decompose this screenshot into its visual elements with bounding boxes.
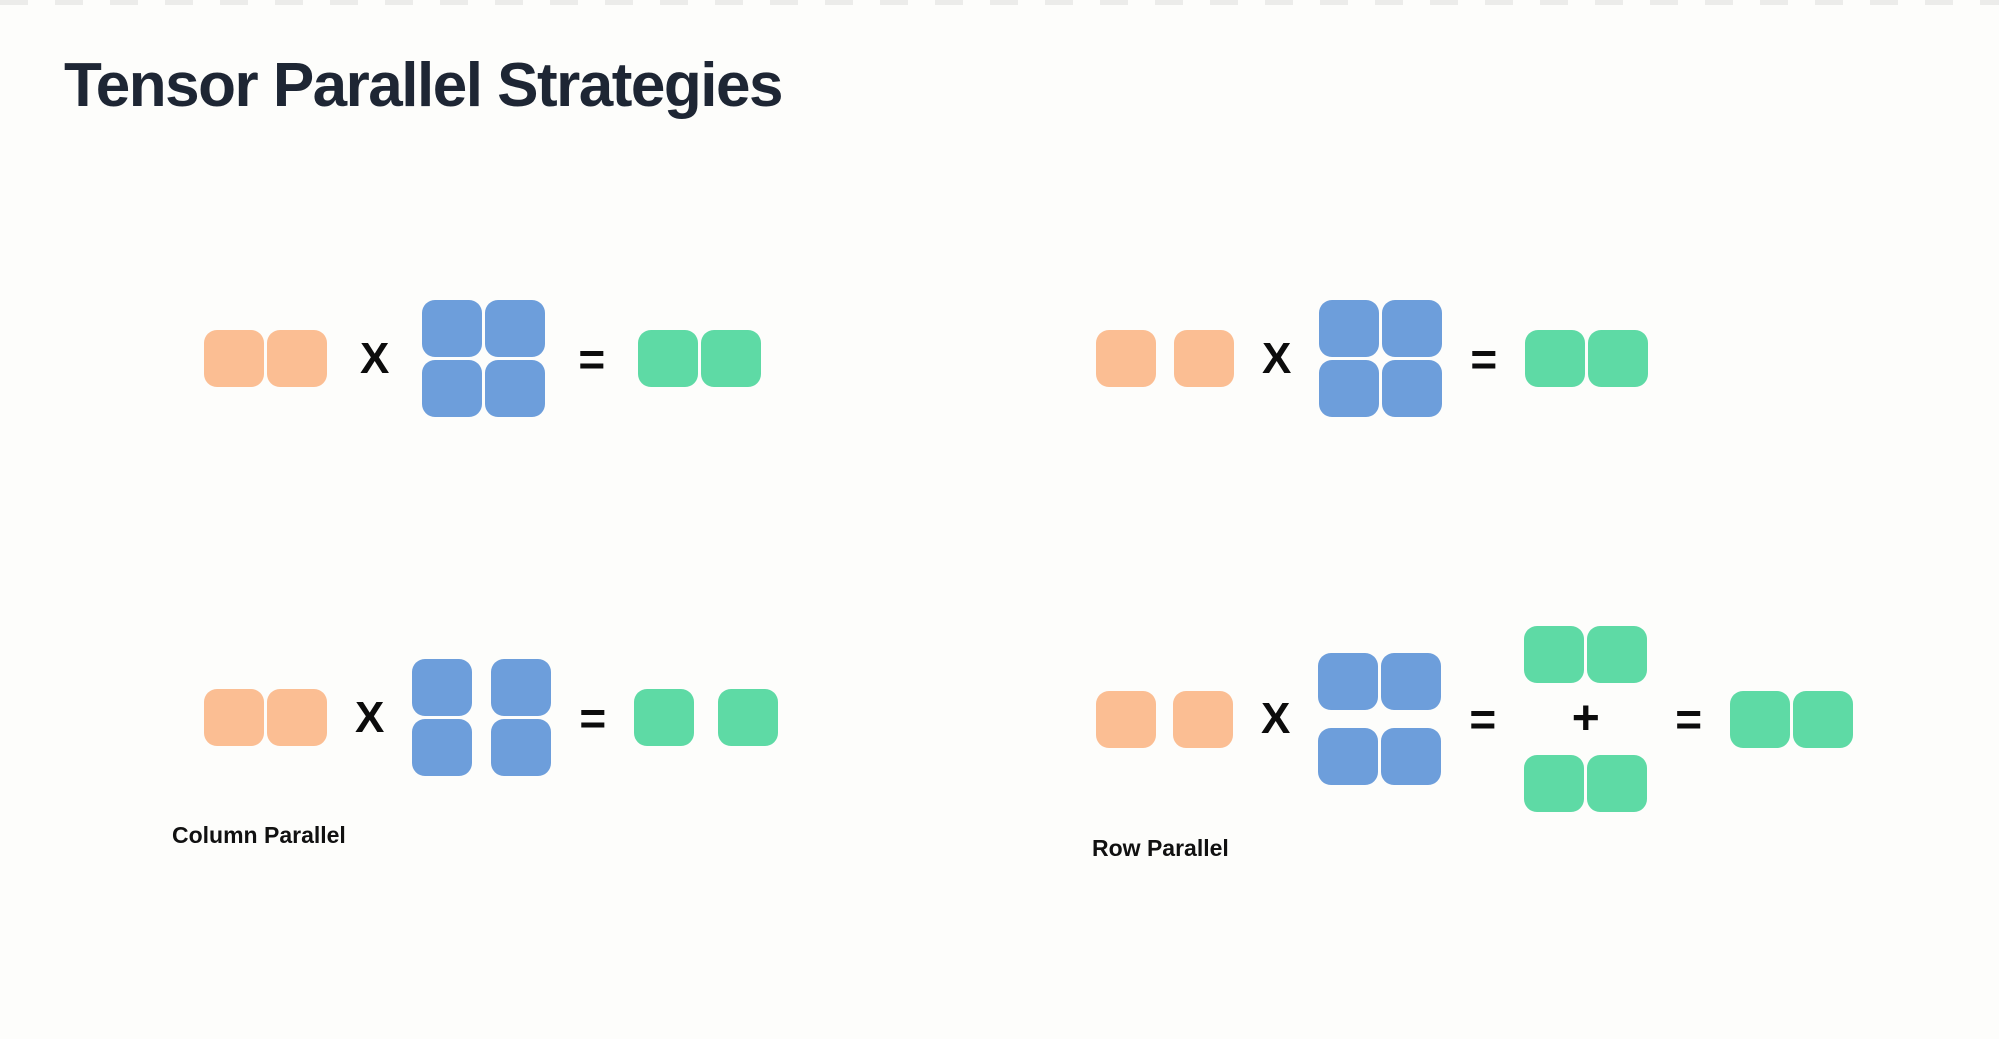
equals-operator: = [1469, 693, 1497, 745]
output-block [1587, 626, 1648, 683]
weight-matrix [1319, 300, 1443, 417]
page-title: Tensor Parallel Strategies [64, 51, 783, 120]
weight-matrix-block [1381, 728, 1442, 785]
partial-output-row [1524, 626, 1648, 683]
slide-edge-dashes [0, 0, 1999, 5]
plus-operator: + [1571, 692, 1600, 745]
equals-operator: = [579, 691, 607, 744]
weight-matrix-block [412, 719, 473, 776]
output-block [638, 330, 699, 387]
input-shard-block [1173, 690, 1233, 748]
input-row-split [1096, 690, 1233, 748]
weight-matrix-block [1381, 653, 1442, 710]
input-shard-block [204, 689, 264, 746]
equals-operator: = [1675, 693, 1703, 745]
output-row [638, 330, 762, 387]
weight-matrix-block [1382, 300, 1443, 357]
column-parallel-label: Column Parallel [172, 822, 346, 848]
multiply-operator: X [1262, 333, 1292, 383]
weight-matrix-column-split [412, 659, 552, 776]
output-block [718, 689, 779, 746]
output-block [1793, 690, 1854, 748]
weight-matrix-row-split [1318, 653, 1442, 785]
output-block [1524, 755, 1585, 812]
weight-matrix-block [412, 659, 473, 716]
weight-matrix-block [422, 360, 483, 417]
input-shard-block [1096, 330, 1156, 387]
multiply-operator: X [1261, 694, 1291, 743]
input-row [204, 689, 327, 746]
equation-top-right: X = [1096, 300, 1649, 417]
input-shard-block [1174, 330, 1234, 387]
weight-matrix-block [485, 300, 546, 357]
weight-matrix-block [485, 360, 546, 417]
weight-matrix-block [1318, 728, 1379, 785]
input-shard-block [204, 330, 264, 387]
weight-matrix-block [422, 300, 483, 357]
weight-matrix [422, 300, 546, 417]
equation-top-left: X = [204, 300, 762, 417]
equation-row-parallel: X = + = [1096, 622, 1854, 816]
equation-column-parallel: X = [204, 659, 779, 776]
input-row [204, 330, 327, 387]
weight-matrix-block [1319, 360, 1380, 417]
partial-sum-stack: + [1524, 626, 1648, 812]
output-row [1525, 330, 1649, 387]
multiply-operator: X [355, 692, 385, 742]
output-row-split [634, 689, 779, 746]
output-block [1588, 330, 1649, 387]
weight-matrix-block [1318, 653, 1379, 710]
row-parallel-label: Row Parallel [1092, 835, 1229, 861]
output-block [1524, 626, 1585, 683]
equals-operator: = [578, 332, 606, 385]
output-block [1730, 690, 1791, 748]
partial-output-row [1524, 755, 1648, 812]
weight-matrix-block [491, 659, 552, 716]
output-block [701, 330, 762, 387]
input-row [1096, 330, 1234, 387]
equals-operator: = [1470, 332, 1498, 385]
output-block [1587, 755, 1648, 812]
multiply-operator: X [360, 333, 390, 383]
output-row [1730, 690, 1854, 748]
input-shard-block [267, 689, 327, 746]
weight-matrix-block [1382, 360, 1443, 417]
output-block [1525, 330, 1586, 387]
output-block [634, 689, 695, 746]
input-shard-block [267, 330, 327, 387]
weight-matrix-block [491, 719, 552, 776]
input-shard-block [1096, 690, 1156, 748]
weight-matrix-block [1319, 300, 1380, 357]
